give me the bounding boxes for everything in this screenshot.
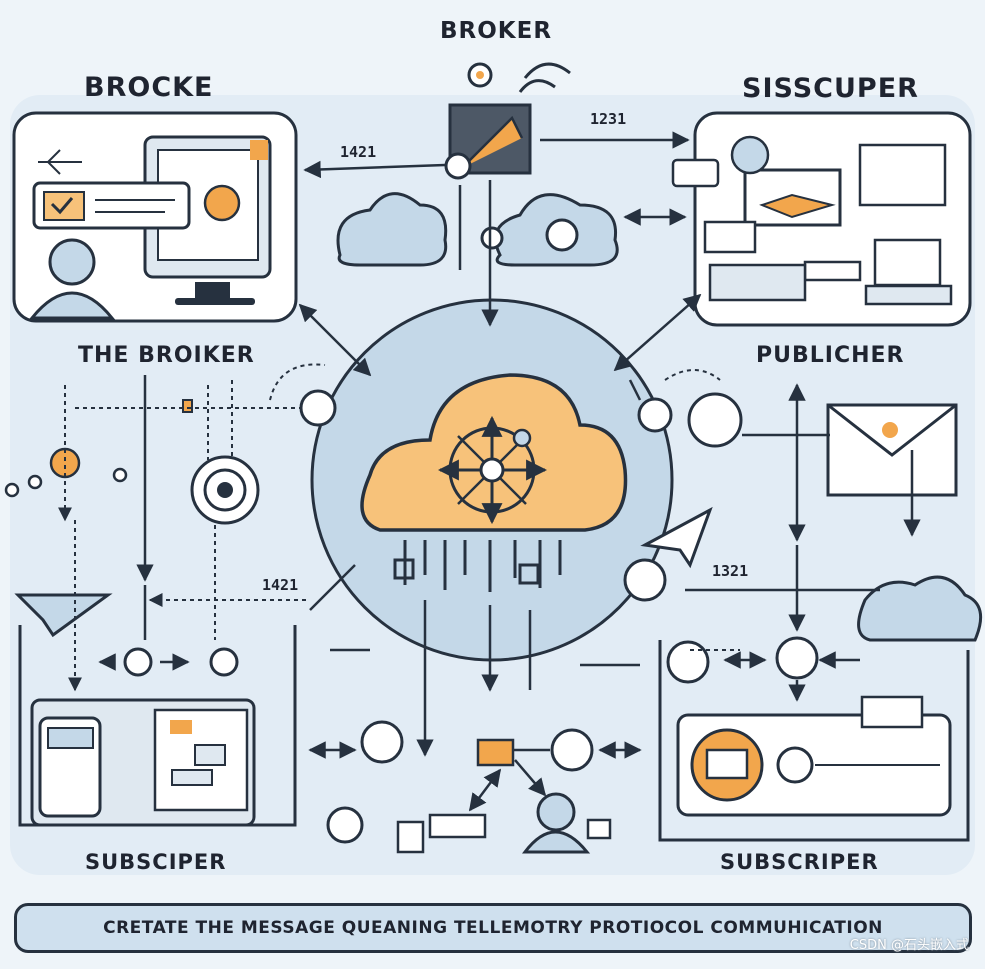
paper-plane-icon-right [640, 506, 713, 569]
subsciper-label: SUBSCIPER [85, 850, 227, 874]
tag-right-mid: 1321 [712, 562, 749, 580]
brocke-label: BROCKE [84, 72, 214, 103]
watermark-text: CSDN @石头嵌入式 [849, 938, 969, 953]
subscriper-label: SUBSCRIPER [720, 850, 879, 874]
hub-box-icon [476, 738, 515, 767]
paper-plane-icon [14, 593, 113, 638]
sisscuper-label: SISSCUPER [742, 73, 919, 104]
caption-text: CRETATE THE MESSAGE QUEANING TELLEMOTRY … [103, 918, 883, 938]
sisscuper-panel [671, 111, 972, 327]
user-avatar-icon [28, 238, 116, 320]
publicher-label: PUBLICHER [756, 343, 905, 368]
user-avatar-icon-bottom [521, 792, 591, 854]
tag-right-top: 1231 [590, 110, 627, 128]
cloud-icon-left [336, 192, 448, 267]
left-middle-cluster [4, 375, 337, 692]
tag-left-top: 1421 [340, 143, 377, 161]
the-broiker-label: THE BROIKER [78, 343, 255, 368]
subscriper-panel [658, 640, 970, 842]
tag-left-mid: 1421 [262, 576, 299, 594]
broker-title: BROKER [440, 18, 553, 44]
broker-router-icon [444, 62, 571, 180]
subsciper-panel [18, 625, 297, 827]
right-middle-cluster [623, 383, 983, 702]
bottom-center-cluster [326, 720, 612, 854]
laptop-icon [873, 238, 942, 287]
cloud-icon-right [857, 575, 983, 642]
central-broker-hub [310, 298, 674, 662]
brocke-panel [12, 111, 298, 323]
caption-banner: CRETATE THE MESSAGE QUEANING TELLEMOTRY … [14, 903, 972, 953]
